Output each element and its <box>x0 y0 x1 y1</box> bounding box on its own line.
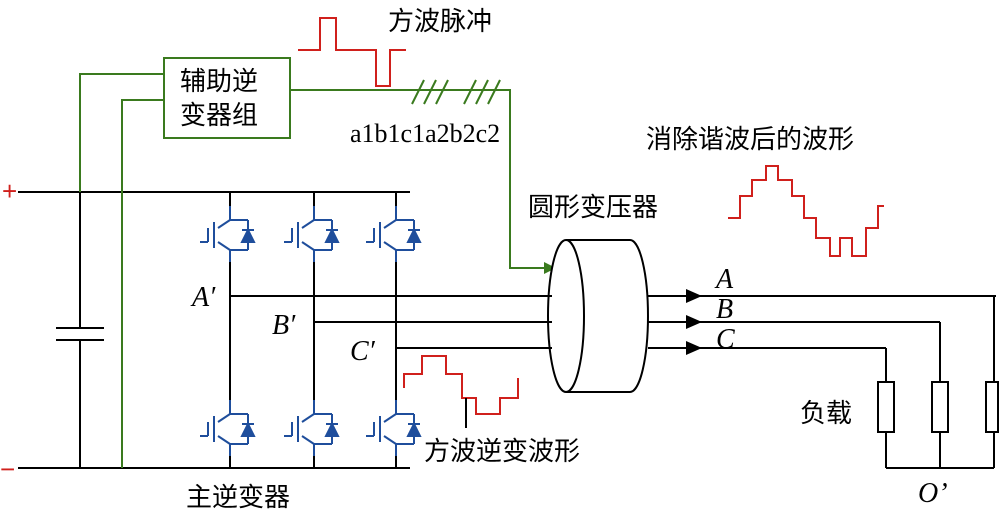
bus-signals-label: a1b1c1a2b2c2 <box>350 119 500 148</box>
node-b-prime-label: B′ <box>272 310 296 341</box>
neutral-point-label: O’ <box>918 478 948 509</box>
filtered-waveform-label: 消除谐波后的波形 <box>646 125 854 155</box>
igbt-lower-a <box>199 399 255 457</box>
igbt-upper-a <box>199 205 255 263</box>
filtered-waveform: 消除谐波后的波形 <box>646 125 884 257</box>
phase-lines: A B C A′ B′ C′ <box>190 264 996 367</box>
igbt-upper-b <box>283 205 339 263</box>
main-inverter-label: 主逆变器 <box>186 483 290 513</box>
load: 负载 O’ <box>800 296 999 509</box>
node-c-prime-label: C′ <box>350 336 376 367</box>
phase-c-output-label: C <box>716 324 735 355</box>
phase-b-output-label: B <box>716 294 733 325</box>
square-pulse-label: 方波脉冲 <box>388 7 492 37</box>
round-transformer-label: 圆形变压器 <box>528 193 658 223</box>
control-wiring <box>79 73 556 468</box>
square-inverter-waveform: 方波逆变波形 <box>403 355 580 467</box>
square-inverter-waveform-label: 方波逆变波形 <box>424 437 580 467</box>
dc-capacitor <box>56 192 104 468</box>
phase-a-output-label: A <box>714 264 734 295</box>
bridge-legs <box>229 192 397 468</box>
bus-hash-marks <box>411 79 501 105</box>
load-label: 负载 <box>800 399 852 429</box>
igbt-lower-b <box>283 399 339 457</box>
round-transformer: 圆形变压器 <box>528 193 658 393</box>
plus-terminal-label: + <box>2 176 17 206</box>
node-a-prime-label: A′ <box>190 282 216 313</box>
aux-inverter-group: 辅助逆 变器组 <box>163 57 291 139</box>
igbt-lower-c <box>365 399 421 457</box>
minus-terminal-label: − <box>0 454 15 484</box>
square-pulse-waveform: 方波脉冲 <box>298 7 492 87</box>
dc-bus: + − <box>0 176 410 484</box>
aux-inverter-label-2: 变器组 <box>180 101 258 131</box>
igbt-upper-c <box>365 205 421 263</box>
aux-inverter-label-1: 辅助逆 <box>180 67 258 97</box>
